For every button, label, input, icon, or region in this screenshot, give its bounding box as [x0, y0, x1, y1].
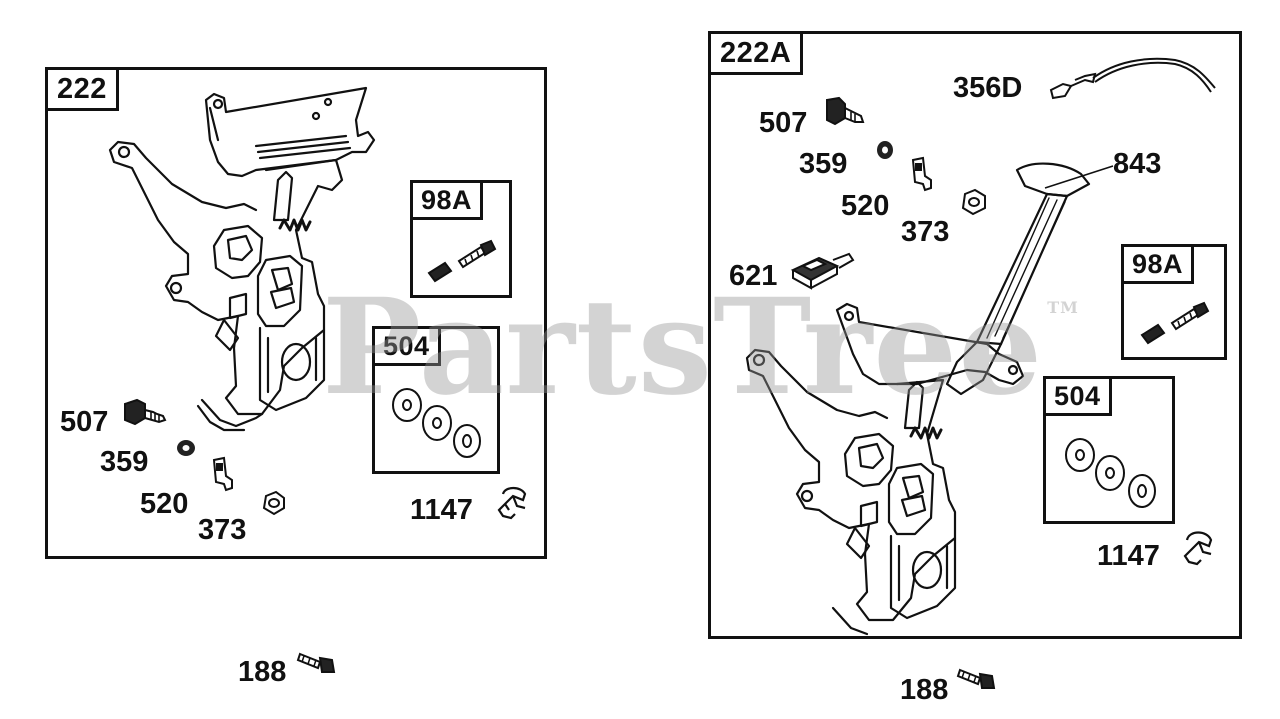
nut-373-icon — [959, 188, 989, 218]
block-621-icon — [789, 246, 855, 290]
label-359: 359 — [799, 148, 848, 180]
switch-507-icon — [823, 96, 869, 128]
kit-98a-box: 98A — [1121, 244, 1227, 360]
assembly-222a-tag: 222A — [708, 31, 804, 75]
assembly-222-tag: 222 — [45, 67, 119, 111]
clip-1147-icon — [495, 484, 531, 524]
label-520: 520 — [140, 488, 189, 520]
control-bracket-drawing — [106, 80, 406, 440]
clip-1147-icon — [1179, 528, 1219, 572]
washers-set-icon — [383, 383, 495, 463]
assembly-222a-panel: 222A 356D 507 359 520 373 843 — [708, 31, 1242, 639]
bolt-188-left-icon — [298, 646, 338, 676]
kit-504-tag: 504 — [372, 326, 441, 366]
label-188-left: 188 — [238, 656, 287, 688]
assembly-222-panel: 222 — [45, 67, 547, 559]
washer-359-icon — [177, 440, 195, 456]
kit-98a-box: 98A — [410, 180, 512, 298]
kit-504-box: 504 — [372, 326, 500, 474]
wire-356d-icon — [1045, 52, 1225, 104]
label-843: 843 — [1113, 148, 1162, 180]
kit-504-box: 504 — [1043, 376, 1175, 524]
nut-373-icon — [260, 490, 288, 518]
label-507: 507 — [60, 406, 109, 438]
label-621: 621 — [729, 260, 778, 292]
control-bracket-lever-drawing — [747, 158, 1127, 628]
label-188-right: 188 — [900, 674, 949, 706]
bolt-188-right-icon — [958, 662, 998, 692]
washers-set-icon — [1054, 433, 1170, 513]
screw-set-icon — [1138, 299, 1214, 349]
kit-504-tag: 504 — [1043, 376, 1112, 416]
clip-520-icon — [210, 456, 236, 492]
washer-359-icon — [877, 141, 893, 159]
clip-520-icon — [909, 156, 935, 192]
leader-843 — [1041, 162, 1117, 192]
label-356d: 356D — [953, 72, 1023, 104]
switch-507-icon — [123, 398, 169, 428]
label-373: 373 — [901, 216, 950, 248]
screw-set-icon — [425, 237, 501, 287]
label-359: 359 — [100, 446, 149, 478]
kit-98a-tag: 98A — [410, 180, 484, 220]
kit-98a-tag: 98A — [1121, 244, 1195, 284]
label-507: 507 — [759, 107, 808, 139]
label-373: 373 — [198, 514, 247, 546]
label-1147: 1147 — [1097, 540, 1160, 572]
label-520: 520 — [841, 190, 890, 222]
label-1147: 1147 — [410, 494, 473, 526]
